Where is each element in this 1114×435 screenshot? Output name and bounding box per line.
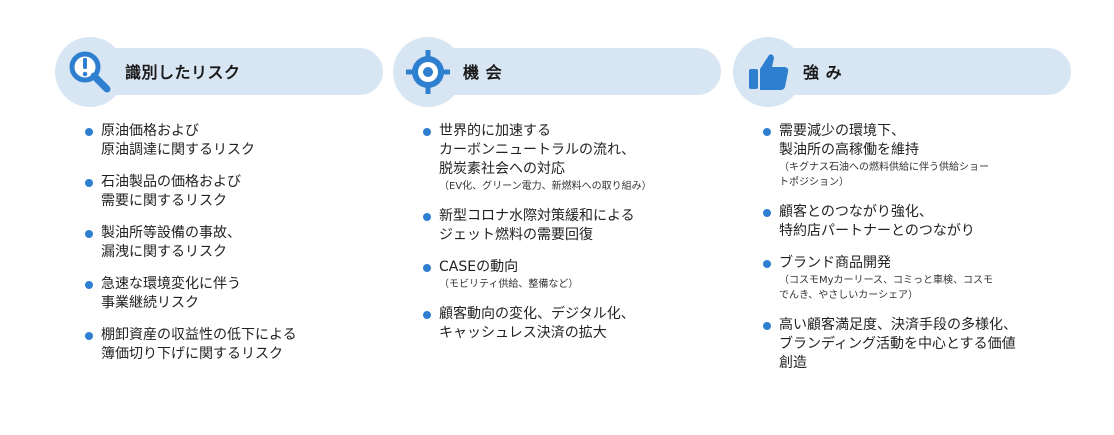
list-item: 製油所等設備の事故、漏洩に関するリスク xyxy=(85,224,297,262)
item-text: 製油所等設備の事故、 xyxy=(101,225,241,241)
opportunity-list: 世界的に加速するカーボンニュートラルの流れ、脱炭素社会への対応 （EV化、グリーン… xyxy=(423,122,652,356)
list-item: 高い顧客満足度、決済手段の多様化、ブランディング活動を中心とする価値創造 xyxy=(763,316,1017,373)
crosshair-target-icon xyxy=(393,37,463,107)
item-text: 創造 xyxy=(779,355,807,371)
item-note: （コスモMyカーリース、コミっと車検、コスモ xyxy=(779,275,994,286)
item-text: 棚卸資産の収益性の低下による xyxy=(101,327,297,343)
item-note: （EV化、グリーン電力、新燃料への取り組み） xyxy=(439,181,652,192)
list-item: ブランド商品開発 （コスモMyカーリース、コミっと車検、コスモでんき、やさしいカー… xyxy=(763,254,1017,303)
item-text: ブランディング活動を中心とする価値 xyxy=(779,336,1016,352)
opportunity-title: 機 会 xyxy=(463,63,503,82)
item-text: 製油所の高稼働を維持 xyxy=(779,142,919,158)
item-text: 需要減少の環境下、 xyxy=(779,123,905,139)
list-item: 顧客とのつながり強化、特約店パートナーとのつながり xyxy=(763,203,1017,241)
strength-title: 強 み xyxy=(803,63,843,82)
item-text: 顧客とのつながり強化、 xyxy=(779,204,933,220)
strength-list: 需要減少の環境下、製油所の高稼働を維持 （キグナス石油への燃料供給に伴う供給ショー… xyxy=(763,122,1017,386)
item-text: ジェット燃料の需要回復 xyxy=(439,227,593,243)
item-text: 原油価格および xyxy=(101,123,199,139)
strength-column: 強 み 需要減少の環境下、製油所の高稼働を維持 （キグナス石油への燃料供給に伴う供… xyxy=(733,0,1073,435)
item-note: （モビリティ供給、整備など） xyxy=(439,279,579,290)
item-text: 簿価切り下げに関するリスク xyxy=(101,346,283,362)
magnifier-alert-icon xyxy=(55,37,125,107)
item-note: （キグナス石油への燃料供給に伴う供給ショー xyxy=(779,162,989,173)
item-text: ブランド商品開発 xyxy=(779,255,891,271)
item-text: 石油製品の価格および xyxy=(101,174,241,190)
list-item: CASEの動向 （モビリティ供給、整備など） xyxy=(423,258,652,292)
item-text: CASEの動向 xyxy=(439,259,519,275)
risk-column: 識別したリスク 原油価格および原油調達に関するリスク石油製品の価格および需要に関… xyxy=(55,0,383,435)
item-text: 新型コロナ水際対策緩和による xyxy=(439,208,635,224)
item-text: 事業継続リスク xyxy=(101,295,199,311)
item-text: 急速な環境変化に伴う xyxy=(101,276,241,292)
thumbs-up-icon xyxy=(733,37,803,107)
list-item: 新型コロナ水際対策緩和によるジェット燃料の需要回復 xyxy=(423,207,652,245)
list-item: 顧客動向の変化、デジタル化、キャッシュレス決済の拡大 xyxy=(423,305,652,343)
list-item: 急速な環境変化に伴う事業継続リスク xyxy=(85,275,297,313)
list-item: 原油価格および原油調達に関するリスク xyxy=(85,122,297,160)
item-text: 原油調達に関するリスク xyxy=(101,142,255,158)
list-item: 棚卸資産の収益性の低下による簿価切り下げに関するリスク xyxy=(85,326,297,364)
list-item: 需要減少の環境下、製油所の高稼働を維持 （キグナス石油への燃料供給に伴う供給ショー… xyxy=(763,122,1017,190)
item-text: 脱炭素社会への対応 xyxy=(439,161,565,177)
item-text: キャッシュレス決済の拡大 xyxy=(439,325,607,341)
list-item: 石油製品の価格および需要に関するリスク xyxy=(85,173,297,211)
item-note: トポジション） xyxy=(779,177,849,188)
item-text: 世界的に加速する xyxy=(439,123,551,139)
item-text: 顧客動向の変化、デジタル化、 xyxy=(439,306,635,322)
risk-title: 識別したリスク xyxy=(125,63,241,82)
list-item: 世界的に加速するカーボンニュートラルの流れ、脱炭素社会への対応 （EV化、グリーン… xyxy=(423,122,652,194)
item-text: 特約店パートナーとのつながり xyxy=(779,223,975,239)
item-text: 需要に関するリスク xyxy=(101,193,227,209)
item-text: カーボンニュートラルの流れ、 xyxy=(439,142,636,158)
risk-list: 原油価格および原油調達に関するリスク石油製品の価格および需要に関するリスク製油所… xyxy=(85,122,297,377)
item-note: でんき、やさしいカーシェア） xyxy=(779,290,919,301)
item-text: 高い顧客満足度、決済手段の多様化、 xyxy=(779,317,1017,333)
item-text: 漏洩に関するリスク xyxy=(101,244,227,260)
opportunity-column: 機 会 世界的に加速するカーボンニュートラルの流れ、脱炭素社会への対応 （EV化、… xyxy=(393,0,721,435)
